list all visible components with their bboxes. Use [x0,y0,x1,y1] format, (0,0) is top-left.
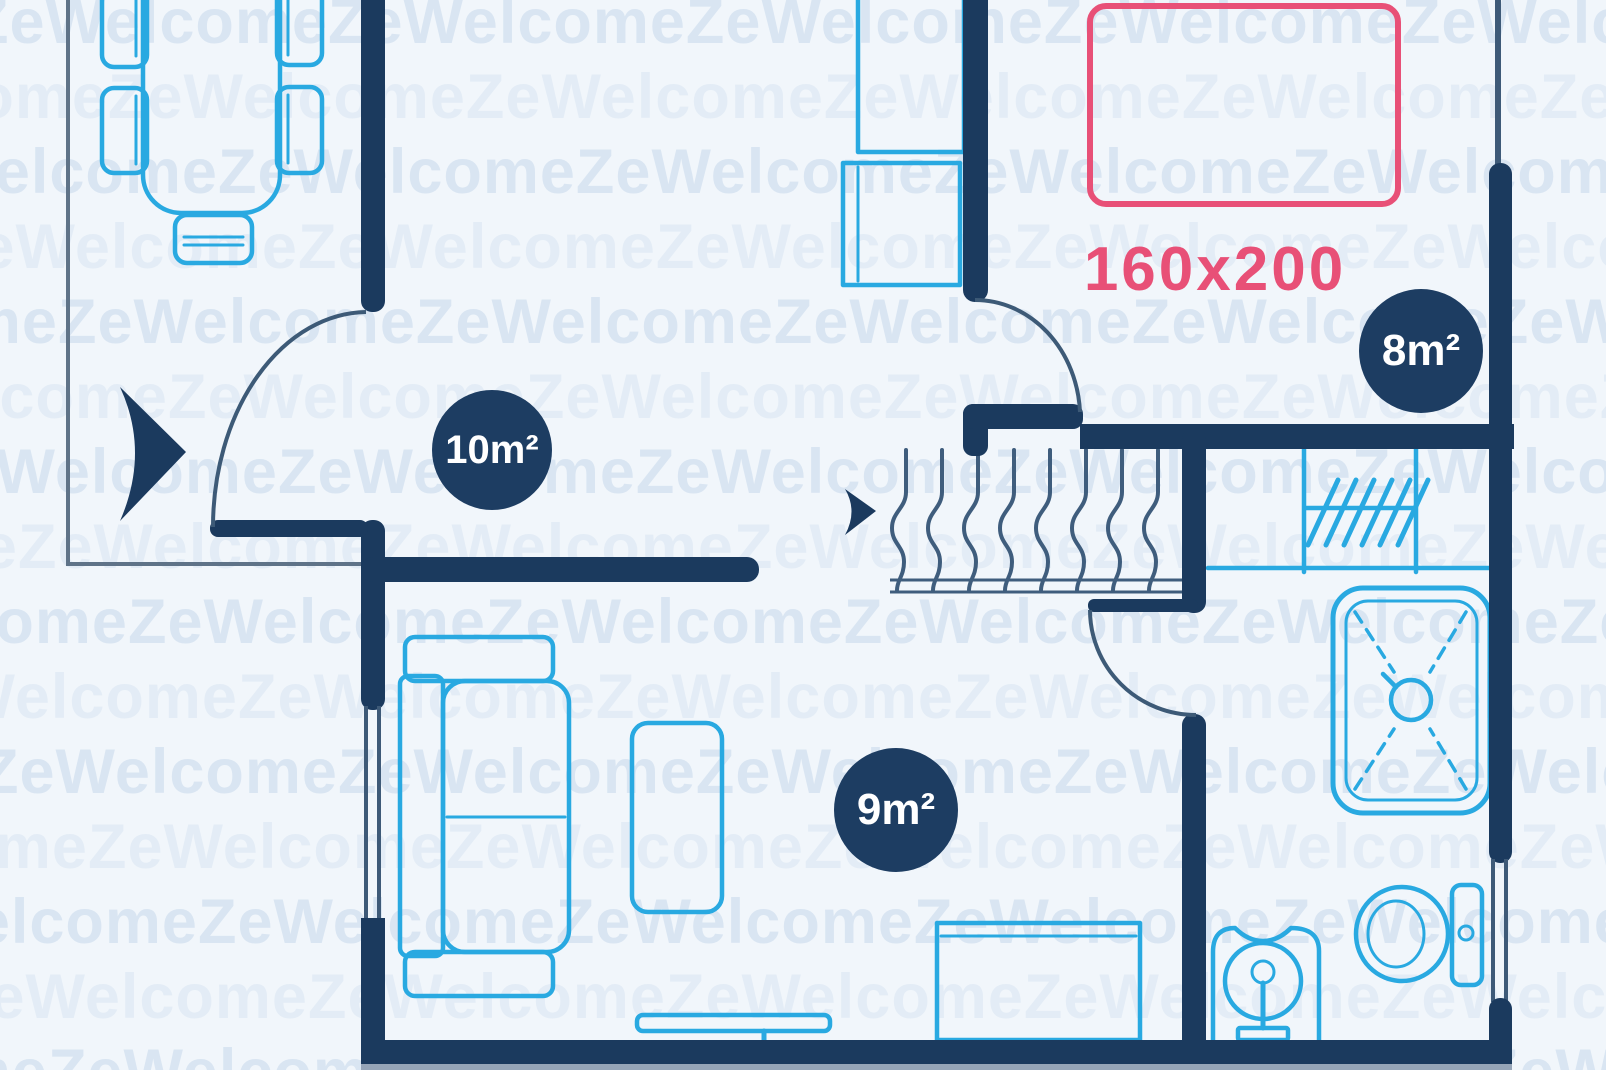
wardrobe-box-top [855,0,967,155]
watermark-text-row: ZeWelcomeZeWelcomeZeWelcomeZeWelcomeZeWe… [0,962,1606,1032]
bottom-edge-line [361,1064,1512,1070]
sofa-seat [440,678,572,955]
watermark-text-row: ZeWelcomeZeWelcomeZeWelcomeZeWelcomeZeWe… [0,362,1606,432]
room-badge-bedroom: 8m² [1359,289,1483,413]
shower [1205,443,1493,816]
watermark-text-row: ZeWelcomeZeWelcomeZeWelcomeZeWelcomeZeWe… [0,287,1606,357]
bathroom-door [1088,599,1198,717]
bedroom-door-arc [974,297,1082,413]
bathroom-left-wall-upper [1182,428,1206,613]
sofa-backrest [397,673,446,959]
bedroom-door [963,297,1083,429]
left-window [364,706,368,920]
bottom-wall [361,1040,1512,1066]
watermark-text-row: ZeWelcomeZeWelcomeZeWelcomeZeWelcomeZeWe… [0,662,1606,732]
dining-table [140,0,283,216]
washbasin [1210,925,1322,1045]
entrance-door-leaf [210,520,368,537]
terrace-bottom-line [66,562,364,566]
left-wall-middle [361,520,385,710]
watermark-text-row: ZeWelcomeZeWelcomeZeWelcomeZeWelcomeZeWe… [0,62,1606,132]
hanger-rail [890,578,1182,594]
watermark-text-row: ZeWelcomeZeWelcomeZeWelcomeZeWelcomeZeWe… [0,812,1606,882]
coffee-table [629,720,725,915]
sofa [397,634,572,999]
watermark-text-row: ZeWelcomeZeWelcomeZeWelcomeZeWelcomeZeWe… [0,212,1606,282]
entrance-door [210,310,368,537]
bedroom-left-wall [963,0,988,302]
hall-living-wall [361,557,759,582]
clothes-hangers [889,448,1182,594]
right-window-top [1495,0,1501,168]
bed-size-label: 160x200 [1083,234,1347,304]
shower-hatching [1305,477,1431,548]
terrace-boundary [66,0,364,566]
watermark-text-row: ZeWelcomeZeWelcomeZeWelcomeZeWelcomeZeWe… [0,737,1606,807]
dining-table-set [99,0,325,266]
toilet-flush-button [1457,924,1475,942]
walls [361,0,1514,1070]
watermark-text-row: ZeWelcomeZeWelcomeZeWelcomeZeWelcomeZeWe… [0,887,1606,957]
bathroom-door-arc [1088,609,1197,717]
shower-tray-cross [1353,610,1468,791]
sofa-armrest-bottom [402,949,556,999]
right-window-bath [1491,859,1495,1002]
wardrobe-box-bottom [840,160,963,288]
bedroom-bottom-wall [1080,424,1514,449]
dining-chair-bottom [172,212,255,266]
room-badge-living: 9m² [834,748,958,872]
terrace-left-line [66,0,70,566]
left-wall-lower [361,918,385,1058]
dining-chair-right-1 [274,0,325,68]
shower-tray [1330,585,1493,816]
bathroom-left-wall-lower [1182,714,1206,1070]
sideboard [934,920,1143,1043]
wardrobe-boxes [840,0,967,288]
watermark-text-row: ZeWelcomeZeWelcomeZeWelcomeZeWelcomeZeWe… [0,0,1606,57]
entrance-door-arc [211,310,367,528]
left-wall-upper [361,0,385,312]
right-wall-upper [1489,163,1512,863]
entrance-arrow-icon [120,387,186,521]
room-badge-hallway: 10m² [432,390,552,510]
dining-chair-right-2 [274,84,325,176]
passage-arrow-icon [845,489,876,535]
shower-drain [1388,677,1434,723]
washbasin-base [1235,1025,1291,1043]
dining-chair-left-1 [99,0,150,70]
watermark-text-row: ZeWelcomeZeWelcomeZeWelcomeZeWelcomeZeWe… [0,137,1606,207]
toilet-bowl [1353,884,1451,984]
bedroom-door-leaf [963,404,1083,429]
bed-outline [1087,3,1401,207]
dining-chair-left-2 [99,85,150,176]
bathroom-door-leaf [1088,599,1198,612]
toilet [1353,882,1485,988]
tv-screen [634,1012,833,1046]
toilet-tank [1449,882,1485,988]
